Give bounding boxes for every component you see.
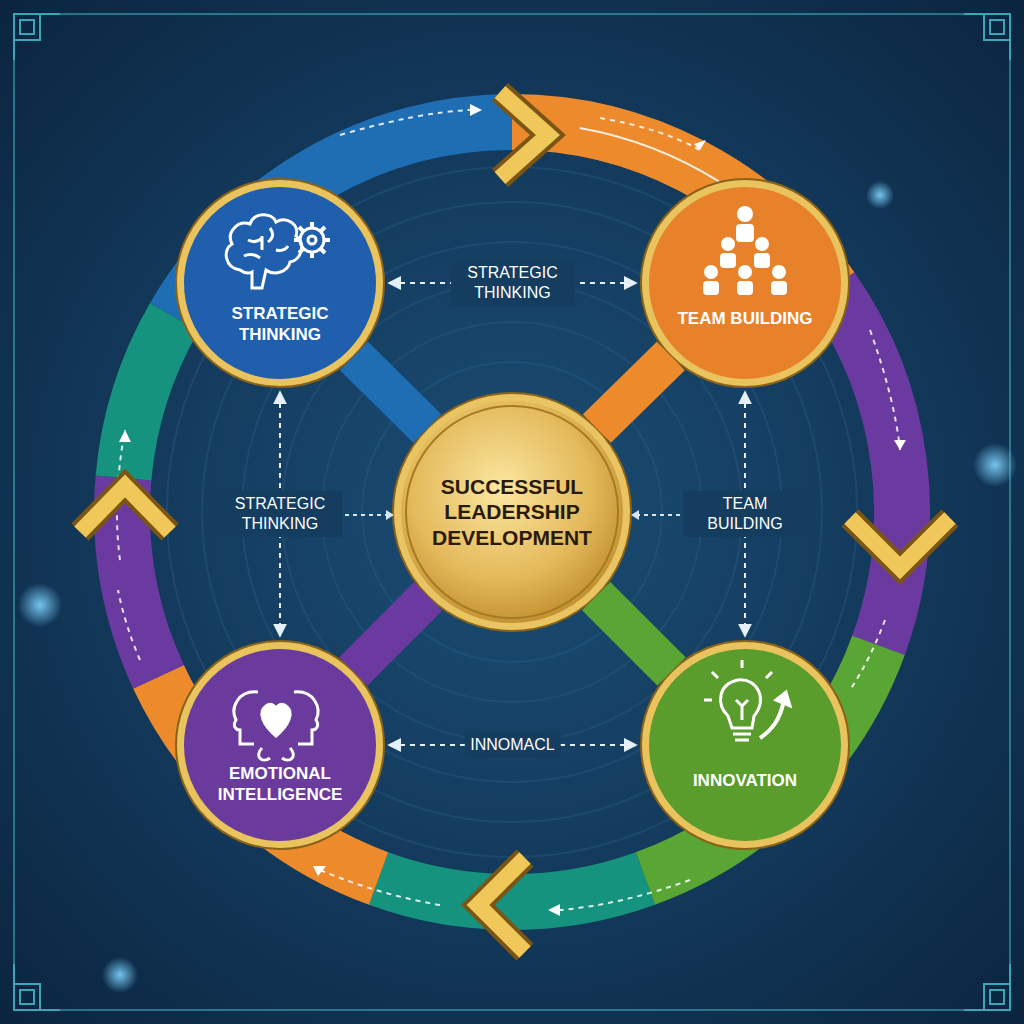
heads-heart-icon (234, 692, 318, 760)
concentric-rings (167, 167, 857, 857)
chevron-arrows (80, 92, 950, 952)
edge-label-holder: TEAM BUILDING (683, 491, 807, 537)
edge-label: TEAM BUILDING (683, 491, 807, 537)
node-circles (176, 179, 849, 849)
glow-dot (18, 583, 62, 627)
node-label: STRATEGIC THINKING (205, 304, 355, 345)
edge-label-holder: INNOMACL (464, 732, 560, 758)
skill-circle: STRATEGIC THINKING (176, 179, 384, 387)
connector-band (596, 596, 671, 671)
lightbulb-icon (704, 660, 790, 740)
edge-label-holder: STRATEGIC THINKING (218, 491, 342, 537)
edge-label-holder: STRATEGIC THINKING (451, 260, 575, 306)
edge-label: STRATEGIC THINKING (218, 491, 342, 537)
skill-circle: INNOVATION (641, 641, 849, 849)
edge-label: STRATEGIC THINKING (451, 260, 575, 306)
glow-dot (102, 957, 138, 993)
connector-band (353, 596, 428, 671)
ring-dash-heads (119, 104, 906, 916)
brain-gear-icon (226, 215, 330, 288)
team-pyramid-icon (703, 206, 787, 295)
node-label: EMOTIONAL INTELLIGENCE (205, 764, 355, 805)
node-label: TEAM BUILDING (670, 309, 820, 329)
connector-band (597, 356, 671, 429)
corner-frame (14, 14, 1010, 1010)
center-circle: SUCCESSFUL LEADERSHIP DEVELOPMENT (393, 393, 631, 631)
edge-label: INNOMACL (464, 732, 560, 758)
glow-dot (866, 181, 894, 209)
node-label: INNOVATION (670, 771, 820, 791)
node-label: SUCCESSFUL LEADERSHIP DEVELOPMENT (417, 474, 607, 550)
connector-band (354, 356, 427, 428)
skill-circle: TEAM BUILDING (641, 179, 849, 387)
ring-dashes (60, 60, 964, 964)
glow-dot (973, 443, 1017, 487)
skill-circle: EMOTIONAL INTELLIGENCE (176, 641, 384, 849)
